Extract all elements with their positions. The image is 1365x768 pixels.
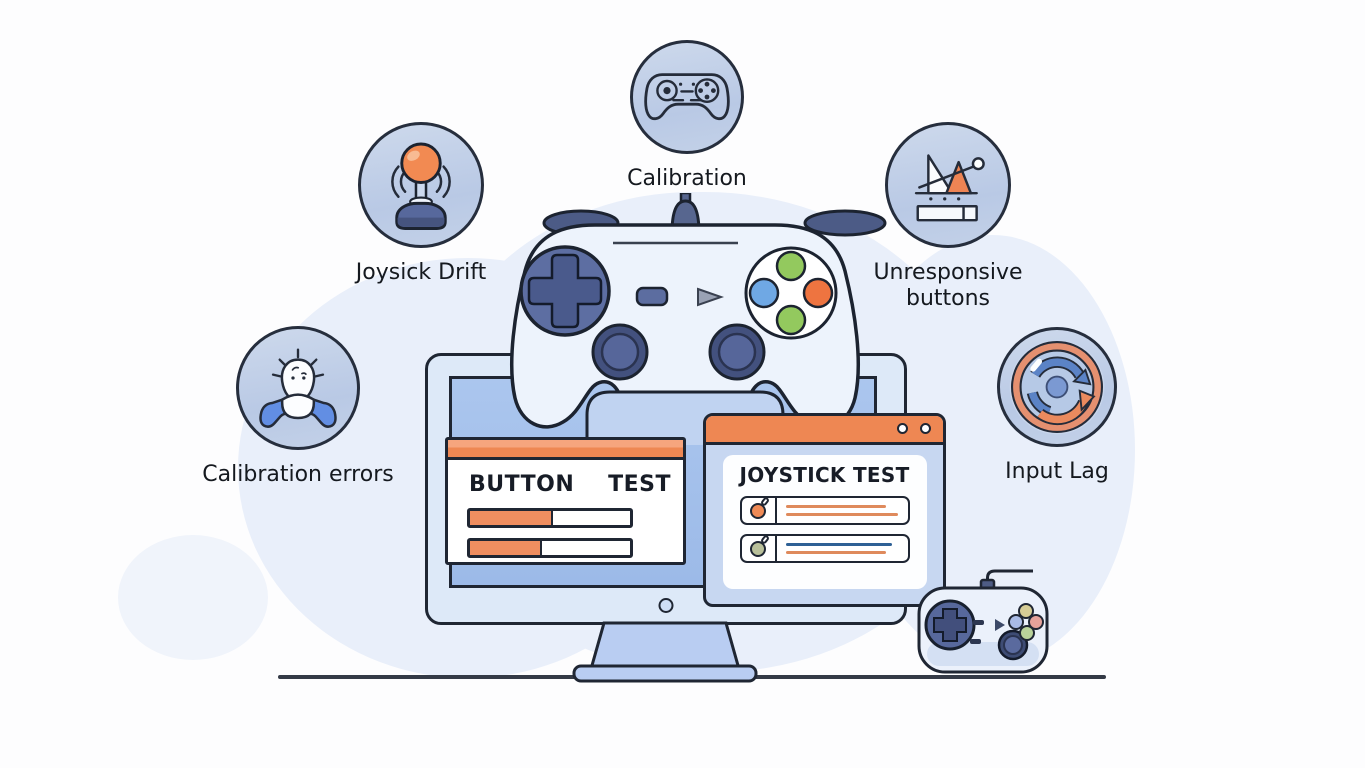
node-label: Input Lag bbox=[1005, 459, 1109, 484]
joystick-mini-icon bbox=[742, 498, 777, 523]
progress-bars bbox=[467, 508, 633, 558]
mini-gamepad-cable bbox=[986, 569, 1033, 587]
left-analog-stick-top bbox=[600, 332, 640, 372]
window-dot bbox=[920, 423, 931, 434]
node-calibration-errors: Calibration errors bbox=[178, 326, 418, 488]
gamepad-outline-icon bbox=[644, 73, 730, 121]
title-word-test: TEST bbox=[608, 472, 671, 497]
window-title-bar bbox=[448, 440, 683, 460]
node-label: Joysick Drift bbox=[355, 260, 487, 285]
action-button-right bbox=[802, 277, 834, 309]
monitor-power-dot bbox=[658, 598, 674, 613]
mini-dash-button bbox=[970, 639, 981, 644]
window-title-bar bbox=[706, 416, 943, 445]
button-test-window: BUTTON TEST bbox=[445, 437, 686, 565]
action-button-cluster bbox=[744, 246, 838, 340]
button-test-title: BUTTON TEST bbox=[448, 472, 683, 497]
joystick-ball bbox=[750, 540, 766, 557]
action-button-bottom bbox=[775, 304, 807, 336]
game-controller bbox=[510, 193, 887, 445]
node-circle bbox=[997, 327, 1117, 447]
right-shoulder-button bbox=[803, 209, 887, 237]
node-calibration: Calibration bbox=[567, 40, 807, 192]
node-unresponsive-buttons: Unresponsive buttons bbox=[828, 122, 1068, 313]
node-label: Unresponsive buttons bbox=[873, 260, 1023, 312]
mini-select-button bbox=[973, 620, 984, 625]
background-blob bbox=[118, 535, 268, 660]
joystick-mini-icon bbox=[742, 536, 777, 561]
node-input-lag: Input Lag bbox=[937, 327, 1177, 485]
joystick-test-panel: JOYSTICK TEST bbox=[722, 455, 927, 589]
mini-button-left bbox=[1008, 614, 1024, 630]
mini-button-top bbox=[1018, 603, 1034, 619]
button-response-chart-icon bbox=[914, 154, 985, 222]
window-dot bbox=[897, 423, 908, 434]
node-joystick-drift: Joysick Drift bbox=[301, 122, 541, 286]
joystick-test-row bbox=[739, 534, 910, 563]
mini-analog-stick-top bbox=[1003, 635, 1023, 655]
right-analog-stick-top bbox=[717, 332, 757, 372]
joystick-test-window: JOYSTICK TEST bbox=[703, 413, 946, 607]
node-circle bbox=[358, 122, 484, 248]
node-label: Calibration errors bbox=[202, 462, 394, 487]
mini-gamepad bbox=[917, 569, 1049, 674]
progress-bar bbox=[467, 538, 633, 558]
dpad-cross bbox=[527, 253, 603, 329]
node-circle bbox=[885, 122, 1011, 248]
joystick-icon bbox=[391, 142, 451, 230]
mini-button-right bbox=[1028, 614, 1044, 630]
node-label: Calibration bbox=[627, 166, 747, 191]
mini-dpad-cross bbox=[933, 608, 967, 642]
cycle-arrows-icon bbox=[1009, 339, 1105, 435]
action-button-top bbox=[775, 250, 807, 282]
confused-player-icon bbox=[259, 348, 337, 428]
joystick-ball bbox=[750, 502, 766, 519]
text-line bbox=[785, 505, 886, 508]
node-circle bbox=[630, 40, 744, 154]
mini-start-button bbox=[995, 619, 1005, 631]
row-text-lines bbox=[777, 505, 908, 516]
start-button bbox=[697, 287, 725, 307]
progress-bar bbox=[467, 508, 633, 528]
text-line bbox=[785, 513, 898, 516]
row-text-lines bbox=[777, 543, 908, 554]
monitor-stand bbox=[572, 621, 758, 683]
node-circle bbox=[236, 326, 360, 450]
progress-bar-fill bbox=[470, 511, 554, 525]
joystick-test-title: JOYSTICK TEST bbox=[739, 463, 910, 487]
text-line bbox=[785, 551, 886, 554]
select-button bbox=[635, 286, 669, 307]
progress-bar-fill bbox=[470, 541, 542, 555]
text-line bbox=[785, 543, 892, 546]
joystick-test-row bbox=[739, 496, 910, 525]
title-word-button: BUTTON bbox=[469, 472, 575, 497]
mini-button-bottom bbox=[1019, 625, 1035, 641]
action-button-left bbox=[748, 277, 780, 309]
